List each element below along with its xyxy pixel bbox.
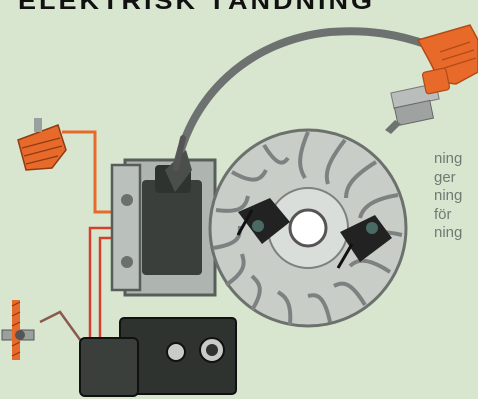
stop-switch bbox=[18, 118, 66, 170]
ground-connector bbox=[2, 300, 34, 360]
side-caption-line: ning bbox=[434, 187, 462, 206]
side-caption-line: ger bbox=[434, 169, 462, 188]
ignition-coil bbox=[112, 138, 215, 295]
control-module bbox=[80, 318, 236, 396]
side-caption-line: för bbox=[434, 206, 462, 225]
flywheel bbox=[210, 130, 406, 326]
spark-plug bbox=[385, 25, 478, 134]
side-caption: ning ger ning för ning bbox=[434, 150, 462, 243]
side-caption-line: ning bbox=[434, 150, 462, 169]
side-caption-line: ning bbox=[434, 224, 462, 243]
